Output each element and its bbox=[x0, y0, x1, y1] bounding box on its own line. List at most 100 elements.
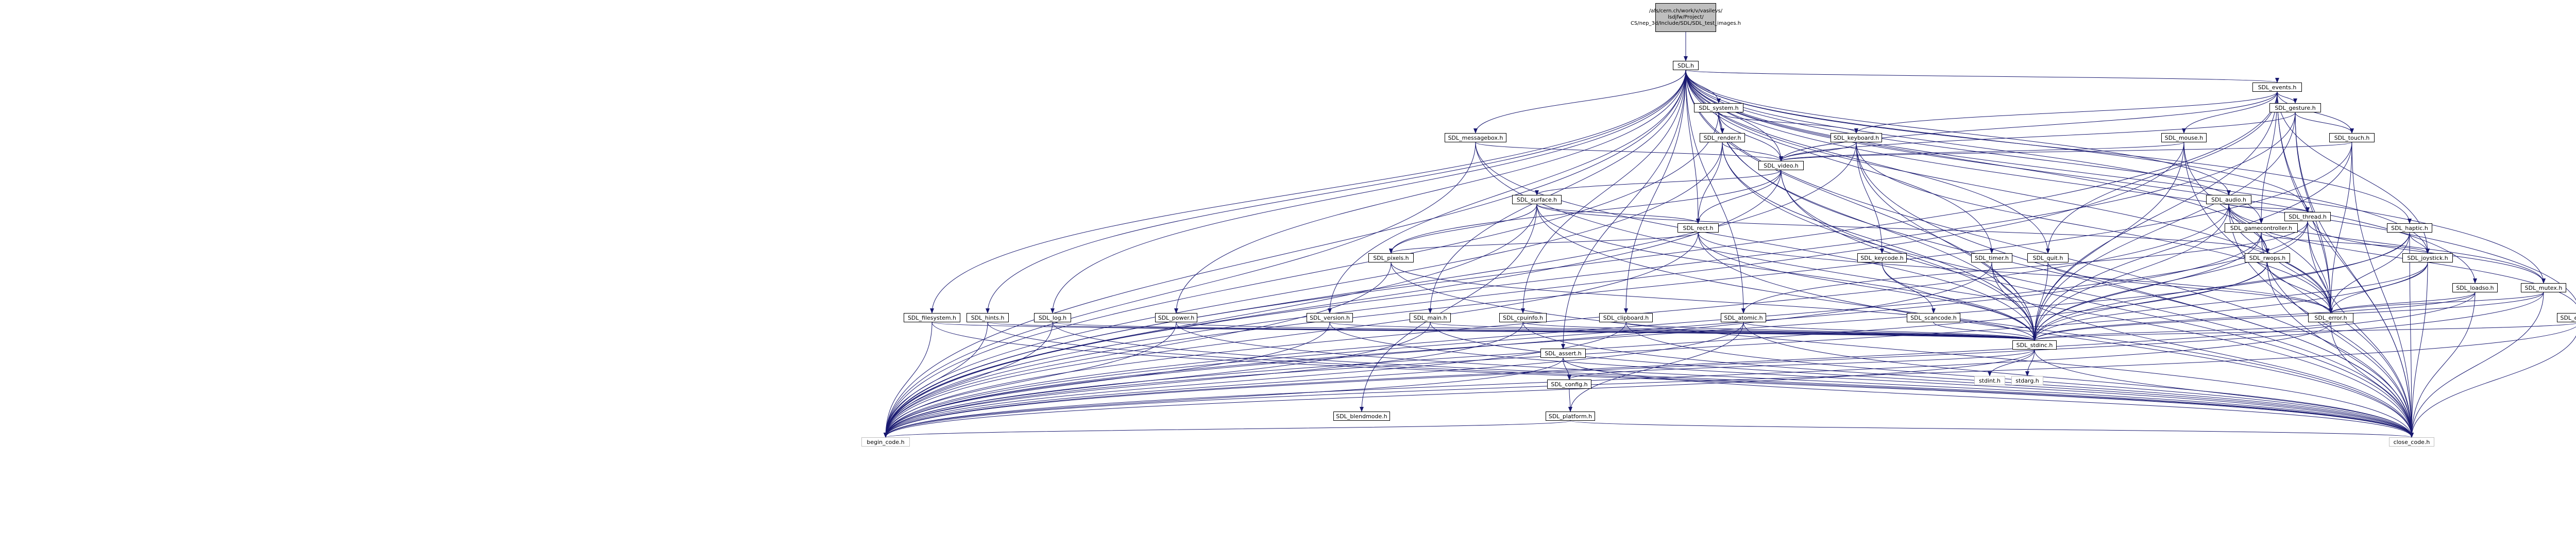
edge-video-to-surface bbox=[1535, 170, 1782, 195]
atomic-header-node[interactable]: SDL_atomic.h bbox=[1721, 313, 1766, 322]
loadso-header-node[interactable]: SDL_loadso.h bbox=[2452, 283, 2498, 292]
version-header-node[interactable]: SDL_version.h bbox=[1307, 313, 1353, 322]
edge-mouse-to-video bbox=[1779, 142, 2184, 161]
edge-error-to-stdinc bbox=[2032, 322, 2331, 341]
keycode-header-node[interactable]: SDL_keycode.h bbox=[1857, 253, 1907, 262]
render-header-node[interactable]: SDL_render.h bbox=[1700, 133, 1745, 142]
timer-header-node[interactable]: SDL_timer.h bbox=[1971, 253, 2012, 262]
edge-events-to-keyboard bbox=[1854, 91, 2278, 134]
haptic-header-node[interactable]: SDL_haptic.h bbox=[2387, 223, 2432, 233]
edge-system-to-video bbox=[1718, 112, 1783, 161]
thread-header-node[interactable]: SDL_thread.h bbox=[2284, 212, 2331, 221]
stdarg-header-node: stdarg.h bbox=[2011, 376, 2043, 385]
edge-joystick-to-close bbox=[2410, 262, 2428, 438]
edge-main-to-begin bbox=[884, 322, 1431, 438]
close-code-header-node: close_code.h bbox=[2389, 437, 2434, 447]
edge-assert-to-begin bbox=[884, 357, 1564, 438]
edge-messagebox-to-begin bbox=[884, 142, 1476, 438]
edge-filesystem-to-begin bbox=[884, 322, 933, 438]
messagebox-header-node[interactable]: SDL_messagebox.h bbox=[1445, 133, 1506, 142]
edge-cpuinfo-to-stdinc bbox=[1522, 322, 2037, 341]
edge-gesture-to-stdinc bbox=[2032, 112, 2296, 341]
gesture-header-node[interactable]: SDL_gesture.h bbox=[2269, 103, 2321, 112]
mutex-header-node[interactable]: SDL_mutex.h bbox=[2521, 283, 2566, 292]
edge-keyboard-to-stdinc bbox=[1856, 142, 2037, 341]
pixels-header-node[interactable]: SDL_pixels.h bbox=[1368, 253, 1414, 262]
edge-keycode-to-scancode bbox=[1882, 262, 1936, 314]
edge-quit-to-stdinc bbox=[2032, 262, 2048, 341]
rwops-header-node[interactable]: SDL_rwops.h bbox=[2245, 253, 2290, 262]
edge-keyboard-to-keycode bbox=[1856, 142, 1884, 254]
edge-sdl-to-filesystem bbox=[930, 70, 1686, 314]
edge-rwops-to-close bbox=[2267, 262, 2414, 438]
edge-audio-to-begin bbox=[884, 204, 2229, 438]
clipboard-header-node[interactable]: SDL_clipboard.h bbox=[1599, 313, 1653, 322]
edge-surface-to-rwops bbox=[1536, 204, 2269, 254]
edge-surface-to-close bbox=[1536, 204, 2414, 438]
stdinc-header-node[interactable]: SDL_stdinc.h bbox=[2012, 340, 2057, 350]
edge-haptic-to-close bbox=[2409, 232, 2414, 438]
edge-sdl-to-clipboard bbox=[1624, 70, 1686, 314]
edge-rect-to-close bbox=[1698, 232, 2414, 438]
edge-version-to-close bbox=[1329, 322, 2414, 438]
error-header-node[interactable]: SDL_error.h bbox=[2308, 313, 2353, 322]
edge-loadso-to-stdinc bbox=[2032, 292, 2476, 341]
power-header-node[interactable]: SDL_power.h bbox=[1155, 313, 1197, 322]
endian-header-node[interactable]: SDL_endian.h bbox=[2557, 313, 2576, 322]
audio-header-node[interactable]: SDL_audio.h bbox=[2206, 195, 2251, 204]
blendmode-header-node[interactable]: SDL_blendmode.h bbox=[1333, 412, 1390, 421]
hints-header-node[interactable]: SDL_hints.h bbox=[967, 313, 1009, 322]
edge-sdl-to-rect bbox=[1685, 70, 1700, 224]
edge-messagebox-to-stdinc bbox=[1475, 142, 2037, 341]
system-header-node[interactable]: SDL_system.h bbox=[1694, 103, 1743, 112]
edge-log-to-close bbox=[1052, 322, 2414, 438]
edge-gamecontroller-to-joystick bbox=[2261, 232, 2430, 254]
edge-assert-to-close bbox=[1563, 357, 2414, 438]
rect-header-node[interactable]: SDL_rect.h bbox=[1677, 223, 1719, 233]
edge-sdl-to-assert bbox=[1561, 70, 1686, 349]
keyboard-header-node[interactable]: SDL_keyboard.h bbox=[1831, 133, 1882, 142]
filesystem-header-node[interactable]: SDL_filesystem.h bbox=[904, 313, 960, 322]
edge-audio-to-thread bbox=[2228, 204, 2310, 212]
surface-header-node[interactable]: SDL_surface.h bbox=[1512, 195, 1562, 204]
config-header-node[interactable]: SDL_config.h bbox=[1547, 380, 1591, 389]
edge-rect-to-begin bbox=[884, 232, 1699, 438]
video-header-node[interactable]: SDL_video.h bbox=[1758, 161, 1804, 170]
gamecontroller-header-node[interactable]: SDL_gamecontroller.h bbox=[2225, 223, 2298, 233]
cpuinfo-header-node[interactable]: SDL_cpuinfo.h bbox=[1499, 313, 1547, 322]
edge-loadso-to-begin bbox=[884, 292, 2476, 438]
events-header-node[interactable]: SDL_events.h bbox=[2252, 83, 2302, 92]
scancode-header-node[interactable]: SDL_scancode.h bbox=[1907, 313, 1960, 322]
mouse-header-node[interactable]: SDL_mouse.h bbox=[2161, 133, 2207, 142]
edge-sdl-to-gamecontroller bbox=[1685, 70, 2263, 224]
edge-rect-to-pixels bbox=[1389, 232, 1699, 254]
touch-header-node[interactable]: SDL_touch.h bbox=[2329, 133, 2375, 142]
edge-haptic-to-error bbox=[2329, 232, 2410, 314]
edge-sdl-to-power bbox=[1174, 70, 1686, 314]
edge-cpuinfo-to-close bbox=[1522, 322, 2414, 438]
edge-stdinc-to-close bbox=[2034, 349, 2414, 438]
edge-system-to-keyboard bbox=[1718, 112, 1858, 134]
edge-power-to-stdinc bbox=[1176, 322, 2037, 341]
edge-sdl-to-audio bbox=[1685, 70, 2231, 195]
edge-cpuinfo-to-begin bbox=[884, 322, 1523, 438]
edge-sdl-to-version bbox=[1328, 70, 1686, 314]
edge-joystick-to-stdinc bbox=[2032, 262, 2428, 341]
edge-hints-to-close bbox=[987, 322, 2414, 438]
assert-header-node[interactable]: SDL_assert.h bbox=[1540, 349, 1586, 358]
joystick-header-node[interactable]: SDL_joystick.h bbox=[2402, 253, 2453, 262]
edge-gamecontroller-to-begin bbox=[884, 232, 2262, 438]
edge-clipboard-to-stdinc bbox=[1625, 322, 2037, 341]
platform-header-node[interactable]: SDL_platform.h bbox=[1546, 412, 1595, 421]
edge-platform-to-begin bbox=[884, 420, 1571, 438]
edge-system-to-close bbox=[1718, 112, 2414, 438]
edge-gesture-to-close bbox=[2295, 112, 2414, 438]
edge-power-to-begin bbox=[884, 322, 1177, 438]
quit-header-node[interactable]: SDL_quit.h bbox=[2027, 253, 2069, 262]
edge-stdinc-to-config bbox=[1567, 349, 2035, 380]
edge-sdl-to-main bbox=[1428, 70, 1686, 314]
main-header-node[interactable]: SDL_main.h bbox=[1410, 313, 1451, 322]
sdl-header-node[interactable]: SDL.h bbox=[1673, 61, 1699, 70]
edge-keyboard-to-error bbox=[1856, 142, 2333, 314]
log-header-node[interactable]: SDL_log.h bbox=[1034, 313, 1071, 322]
